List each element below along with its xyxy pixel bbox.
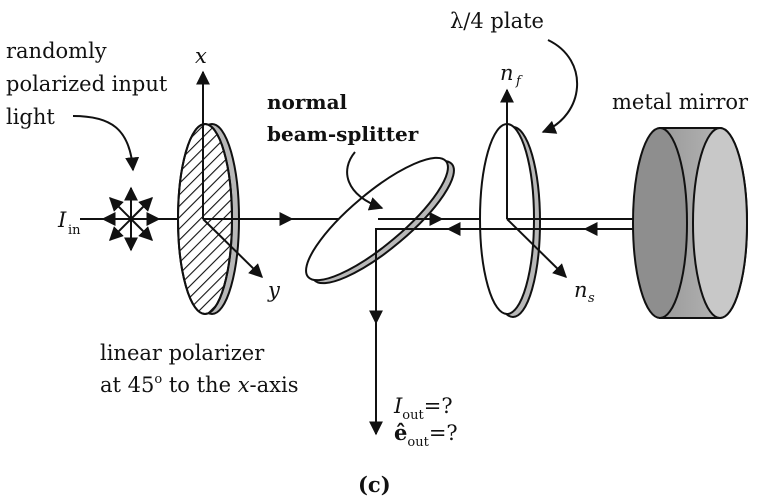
e-out-label: êout=?: [394, 420, 458, 450]
metal-mirror: [632, 127, 748, 319]
input-pointer-arrow: [72, 115, 140, 172]
splitter-label-line1: normal: [267, 90, 348, 114]
beam-splitter: [305, 156, 455, 285]
quarter-wave-plate: [479, 123, 541, 318]
ns-label: n: [574, 278, 588, 302]
nf-subscript: f: [515, 74, 523, 89]
input-light-label-line3: light: [6, 105, 55, 129]
quarter-wave-plate-label: λ/4 plate: [450, 9, 544, 33]
i-out-label: Iout=?: [393, 394, 453, 423]
splitter-pointer-arrow: [346, 151, 384, 211]
polarizer-label-line1: linear polarizer: [100, 341, 265, 365]
x-axis-label: x: [195, 44, 207, 68]
mirror-label: metal mirror: [612, 90, 749, 114]
figure-caption: (c): [358, 472, 391, 497]
plate-pointer-arrow: [541, 39, 579, 134]
nf-label: n: [500, 61, 514, 85]
y-axis-arrow: [202, 218, 263, 278]
ns-subscript: s: [588, 291, 595, 306]
input-light-label-line1: randomly: [6, 39, 107, 63]
y-axis-label: y: [267, 278, 281, 302]
input-light-label-line2: polarized input: [6, 72, 168, 96]
splitter-label-line2: beam-splitter: [267, 122, 419, 146]
i-in-label: I: [57, 208, 67, 232]
polarizer-label-line2: at 45o to the x-axis: [100, 372, 298, 397]
i-in-subscript: in: [68, 223, 81, 238]
